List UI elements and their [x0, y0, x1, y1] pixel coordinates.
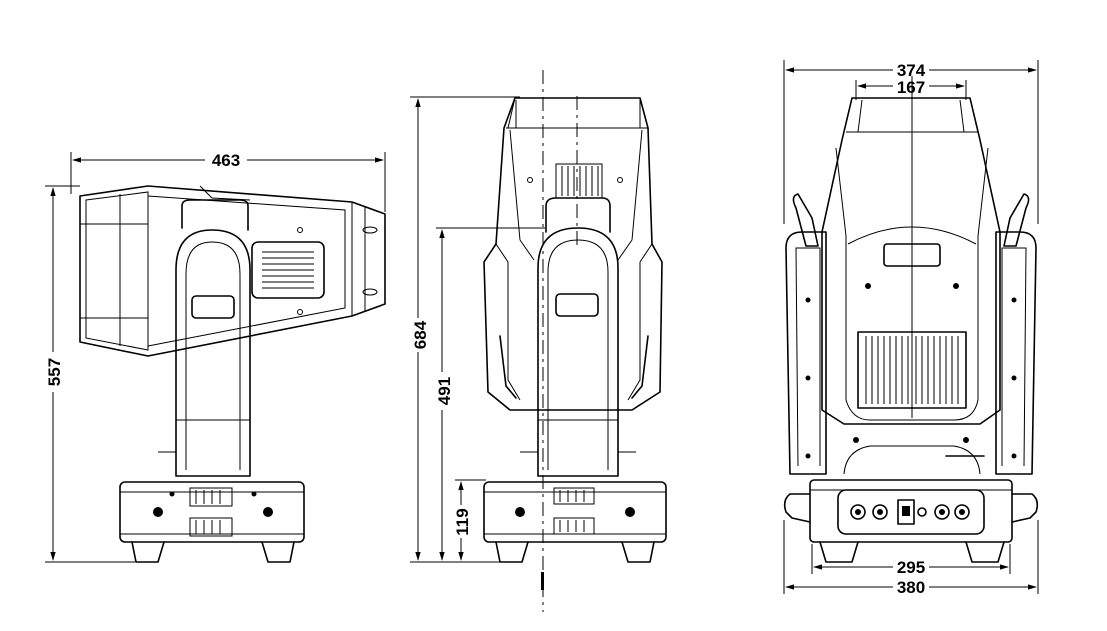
dimension-label-684: 684 [411, 320, 430, 349]
dimension-119: 119 [453, 479, 486, 561]
dimension-491: 491 [435, 227, 545, 561]
front-view: 684 491 119 [410, 70, 667, 612]
rear-base [783, 479, 1039, 563]
rear-handle-right [1003, 193, 1030, 247]
dimension-label-463: 463 [212, 151, 240, 170]
dimension-label-374: 374 [897, 61, 926, 80]
rear-yoke-right [995, 193, 1037, 475]
side-base [119, 481, 305, 563]
dimension-684: 684 [410, 96, 520, 563]
side-view: 463 557 [45, 151, 386, 563]
side-vent-grille [262, 251, 314, 289]
side-head [79, 185, 386, 357]
front-handle [545, 197, 611, 233]
side-yoke-arm [158, 229, 251, 477]
dimension-374: 374 [783, 60, 1039, 224]
side-handle [181, 199, 249, 231]
front-head [483, 97, 663, 411]
rear-head [821, 97, 1001, 443]
dimension-label-557: 557 [45, 358, 64, 386]
front-centerline-mark [541, 572, 544, 590]
dimension-label-167: 167 [897, 78, 925, 97]
rear-vent-grille [857, 331, 967, 409]
dimension-label-380: 380 [897, 578, 925, 597]
front-base [483, 481, 667, 563]
front-yoke-arm [520, 227, 636, 477]
rear-neck [843, 445, 981, 475]
dimension-label-491: 491 [435, 377, 454, 405]
rear-yoke-left [785, 193, 827, 475]
rear-connector-panel [850, 499, 970, 525]
dimension-380: 380 [783, 520, 1039, 597]
rear-view: 374 167 [783, 60, 1039, 597]
front-top-grille [555, 163, 603, 199]
dimension-label-119: 119 [453, 508, 472, 535]
dimension-label-295: 295 [897, 558, 925, 577]
rear-handle-left [792, 193, 819, 247]
dimension-557: 557 [45, 185, 135, 563]
dimension-167: 167 [855, 78, 967, 100]
dimension-295: 295 [811, 544, 1011, 577]
dimension-463: 463 [70, 151, 386, 212]
